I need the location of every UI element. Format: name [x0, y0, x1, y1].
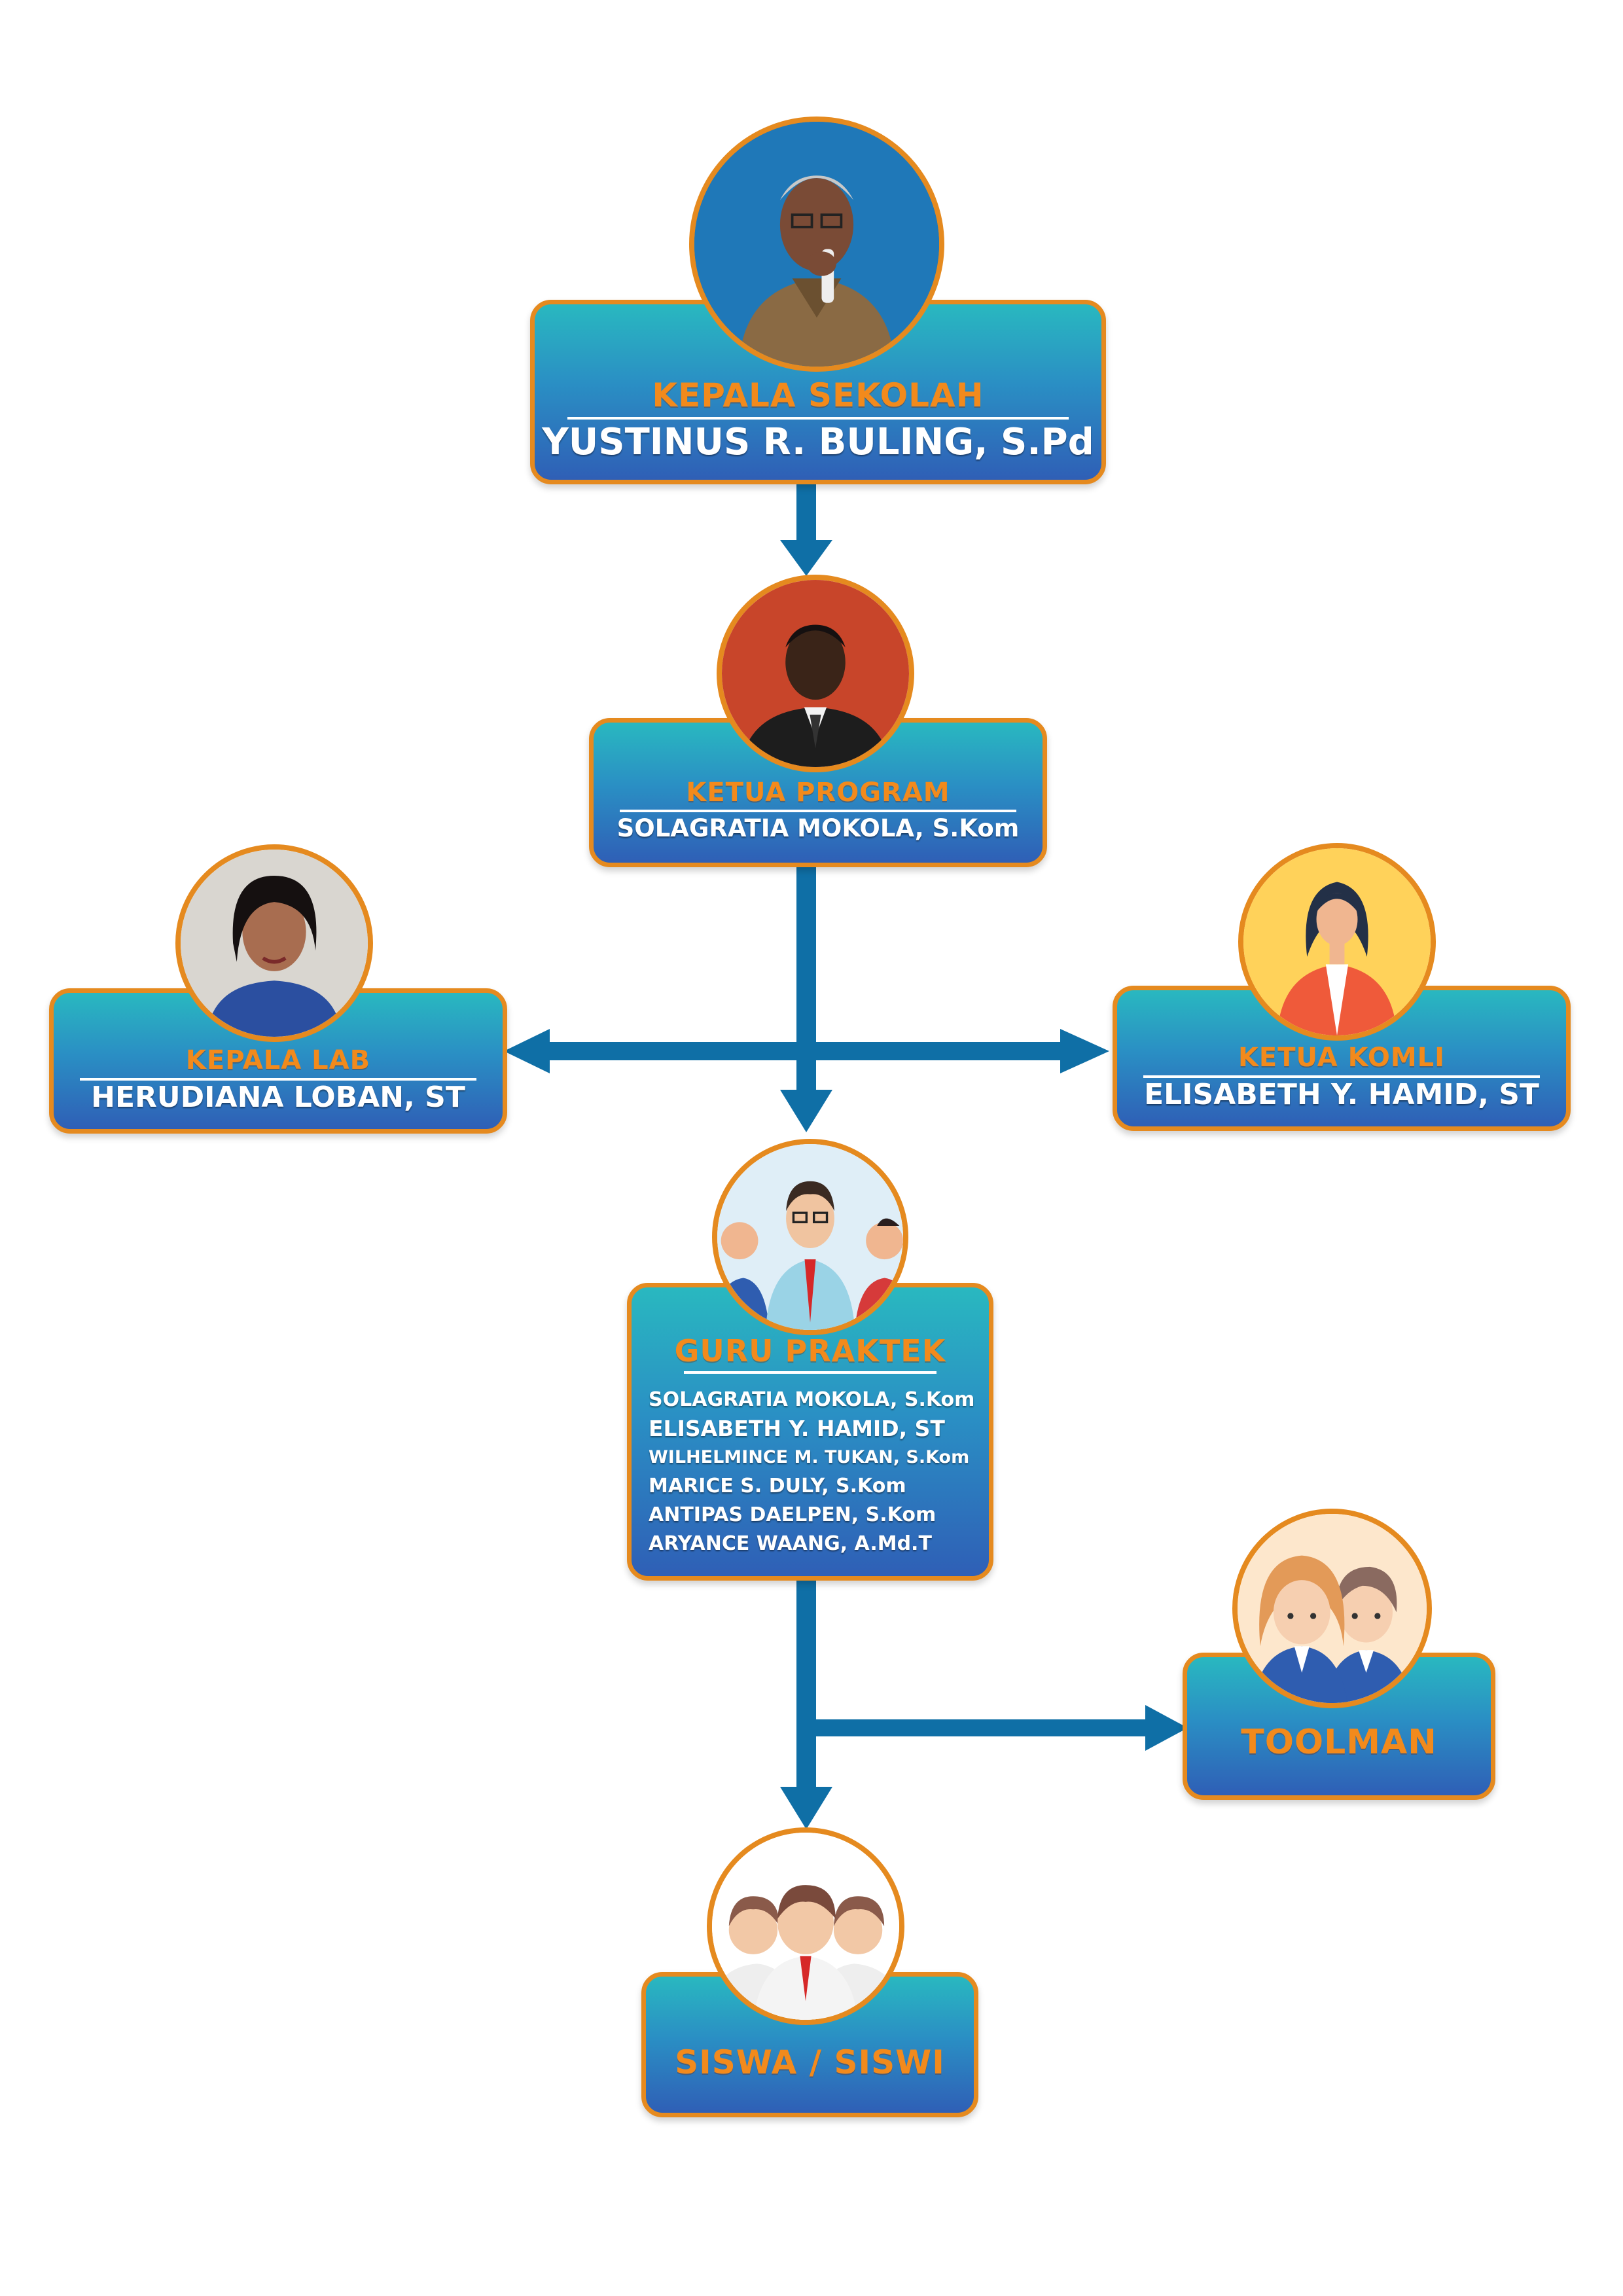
node-person-name: ELISABETH Y. HAMID, ST — [1144, 1078, 1539, 1111]
member-name: WILHELMINCE M. TUKAN, S.Kom — [649, 1447, 970, 1467]
program-head-photo-icon — [717, 575, 914, 772]
member-list: SOLAGRATIA MOKOLA, S.Kom ELISABETH Y. HA… — [649, 1386, 980, 1558]
title-divider — [620, 810, 1016, 812]
node-title: KEPALA SEKOLAH — [652, 376, 984, 414]
member-name: ANTIPAS DAELPEN, S.Kom — [649, 1503, 936, 1526]
title-divider — [684, 1371, 936, 1374]
title-divider — [567, 417, 1069, 420]
woman-avatar-icon — [1238, 843, 1436, 1041]
member-name: MARICE S. DULY, S.Kom — [649, 1475, 906, 1498]
node-ketua-program: KETUA PROGRAM SOLAGRATIA MOKOLA, S.Kom — [589, 718, 1047, 867]
node-title: SISWA / SISWI — [675, 2043, 945, 2081]
member-name: ELISABETH Y. HAMID, ST — [649, 1416, 945, 1441]
title-divider — [80, 1078, 476, 1081]
students-group-icon — [707, 1827, 904, 2025]
lab-head-photo-icon — [175, 844, 373, 1042]
node-person-name: SOLAGRATIA MOKOLA, S.Kom — [616, 814, 1020, 842]
node-title: TOOLMAN — [1241, 1723, 1437, 1762]
member-name: ARYANCE WAANG, A.Md.T — [649, 1532, 932, 1555]
principal-photo-icon — [689, 117, 944, 372]
node-person-name: HERUDIANA LOBAN, ST — [91, 1081, 465, 1114]
node-guru-praktek: GURU PRAKTEK SOLAGRATIA MOKOLA, S.Kom EL… — [627, 1283, 993, 1581]
node-title: KEPALA LAB — [185, 1045, 371, 1075]
node-title: KETUA KOMLI — [1238, 1043, 1446, 1073]
node-person-name: YUSTINUS R. BULING, S.Pd — [542, 421, 1094, 463]
member-name: SOLAGRATIA MOKOLA, S.Kom — [649, 1388, 975, 1411]
title-divider — [1143, 1075, 1540, 1078]
two-staff-avatar-icon — [1232, 1509, 1432, 1708]
node-title: GURU PRAKTEK — [674, 1333, 946, 1369]
node-kepala-sekolah: KEPALA SEKOLAH YUSTINUS R. BULING, S.Pd — [530, 300, 1106, 484]
teachers-group-icon — [712, 1139, 908, 1335]
node-title: KETUA PROGRAM — [686, 778, 950, 808]
